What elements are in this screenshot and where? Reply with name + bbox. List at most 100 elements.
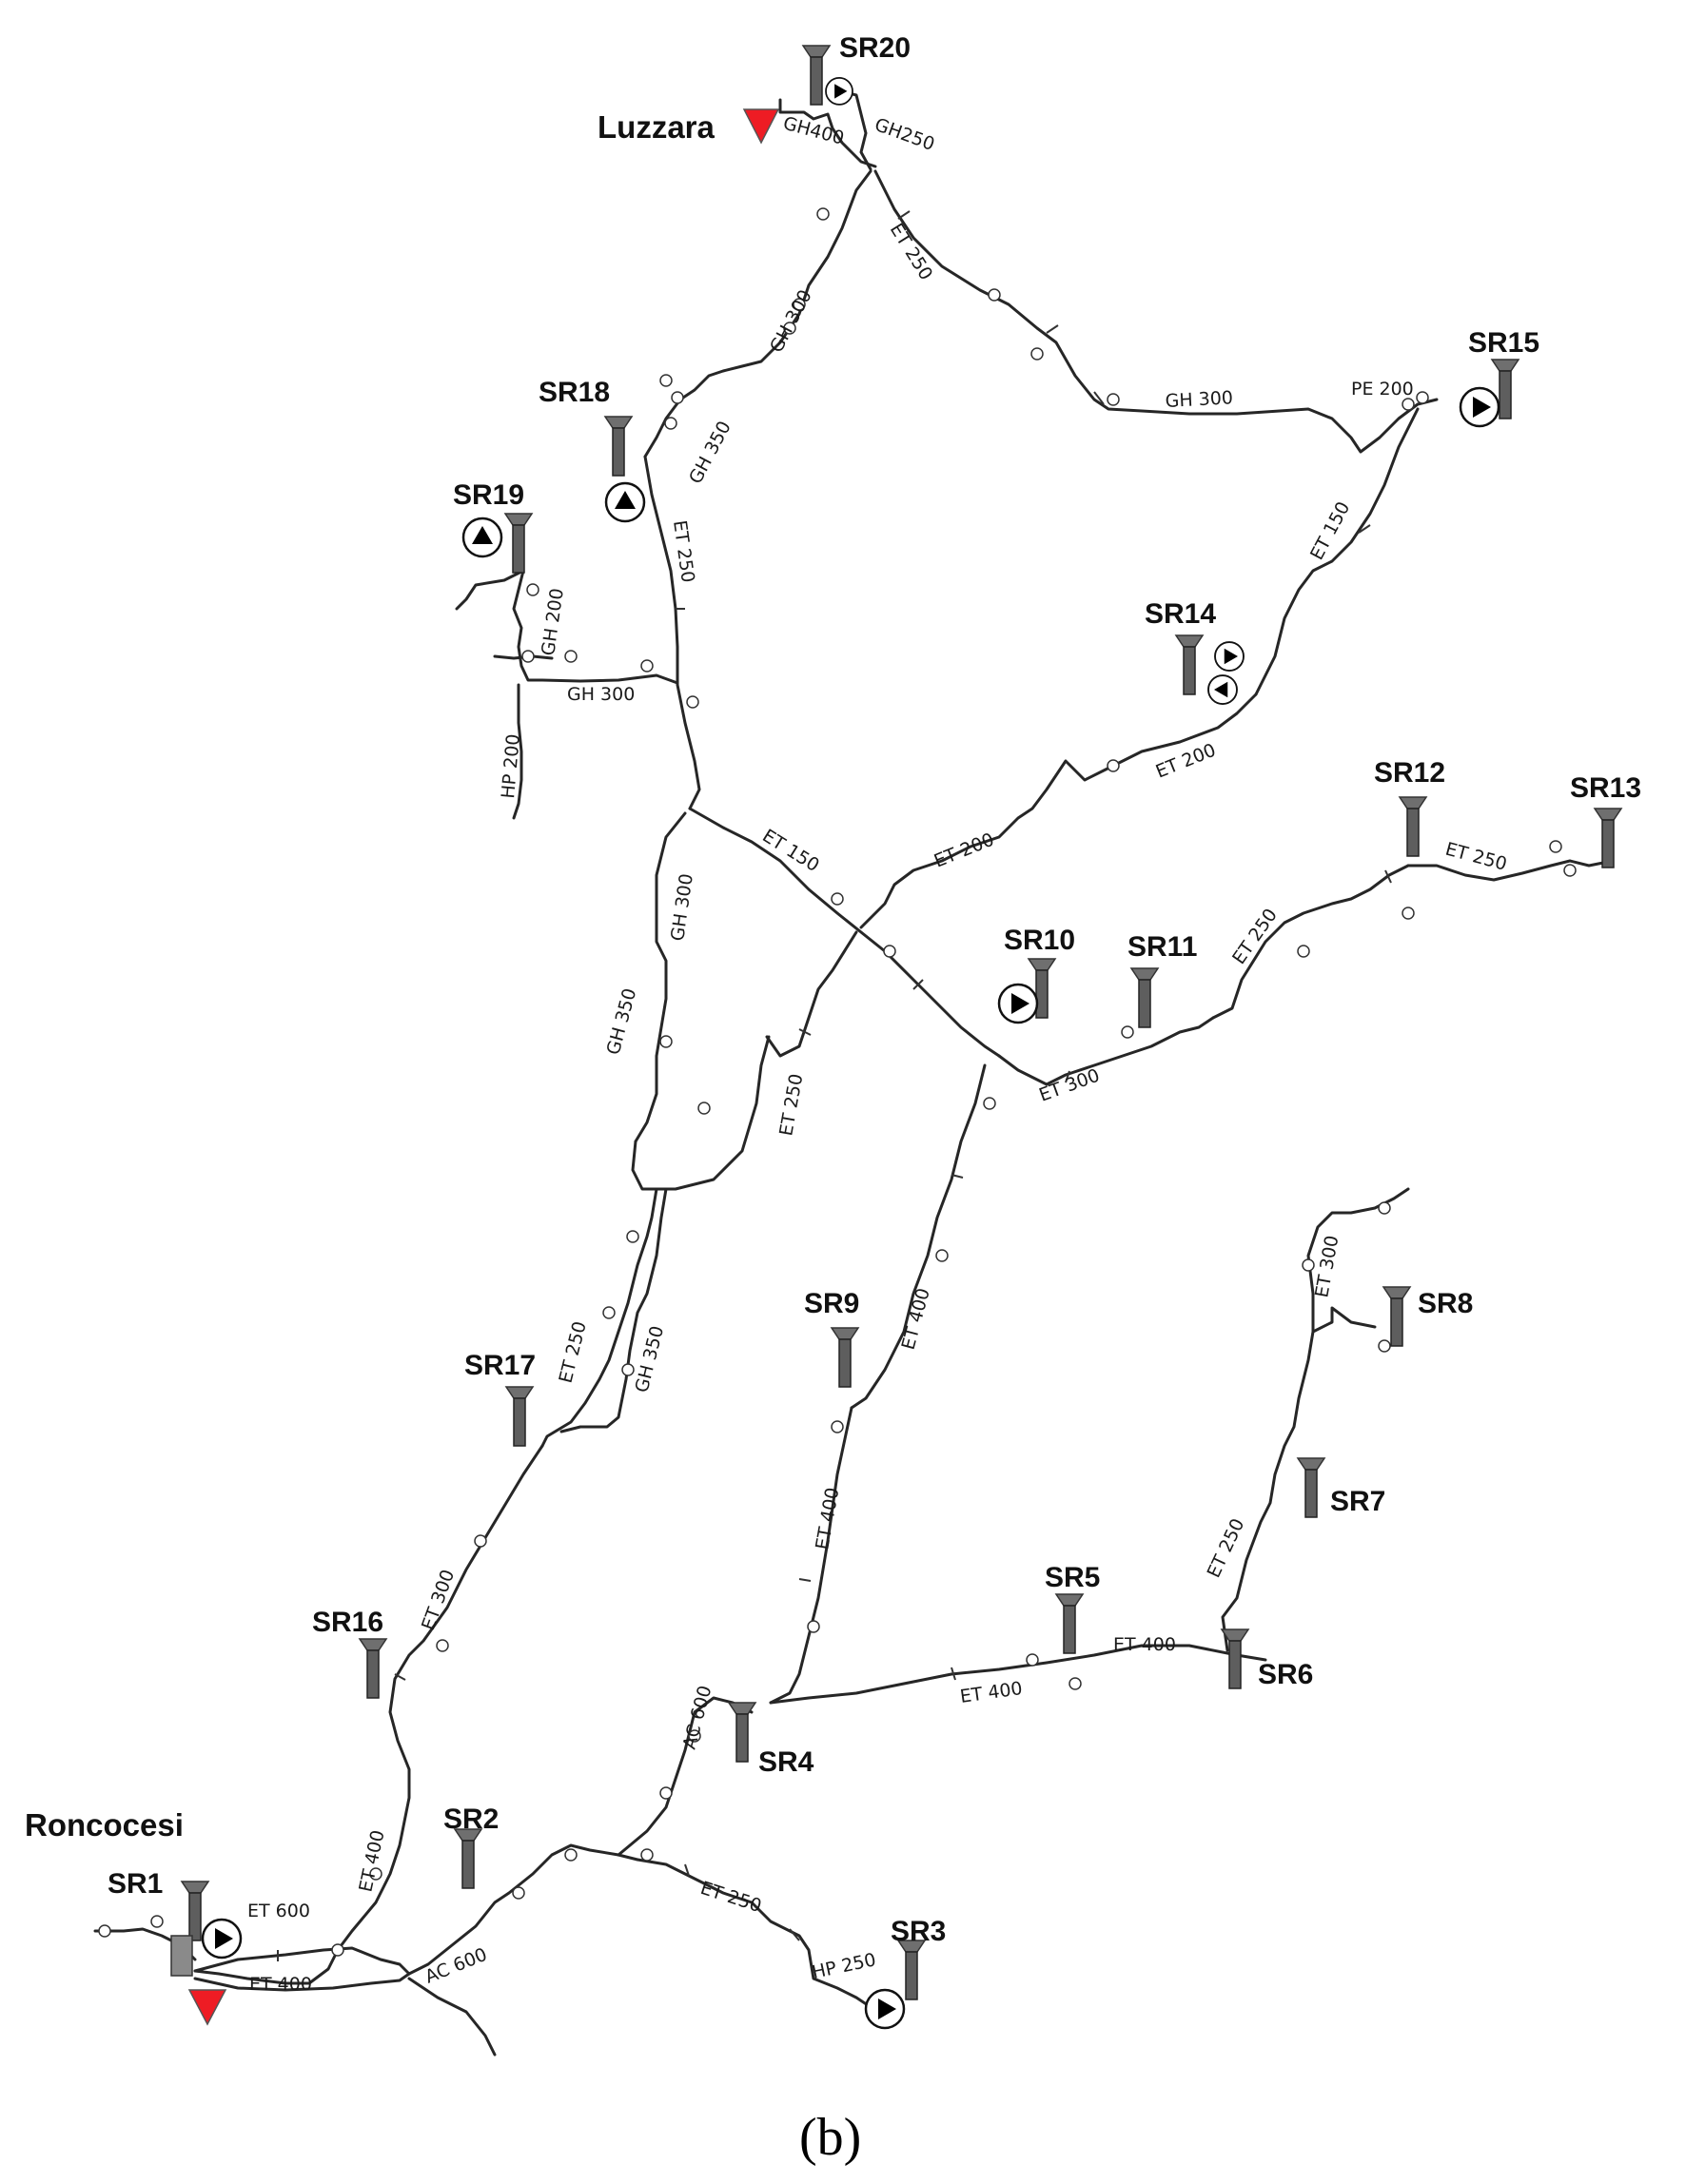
- valve-icon: [1402, 398, 1415, 411]
- pipe-et300-sr16: [193, 1444, 544, 1985]
- pipe-et250-sr3: [636, 1858, 872, 2009]
- pipe-label-et300-sr8: ET 300: [1311, 1234, 1343, 1299]
- valve-icon: [150, 1915, 164, 1928]
- place-label-roncocesi: Roncocesi: [25, 1807, 184, 1843]
- pipe-et400-sr9: [850, 1063, 987, 1410]
- pump-icon: [604, 481, 646, 523]
- pipe-label-et400-sr5: ET 400: [959, 1678, 1024, 1707]
- tank-sr20: [802, 45, 831, 106]
- pipe-label-gh300-sr19: GH 300: [567, 684, 635, 705]
- station-label-sr1: SR1: [108, 1868, 163, 1900]
- pump-sr20: [825, 77, 853, 106]
- station-label-sr18: SR18: [539, 377, 610, 408]
- pipe-label-et400-sr4: ET 400: [812, 1486, 843, 1551]
- pipe-tick: [798, 1028, 812, 1036]
- valve-icon: [564, 1848, 578, 1862]
- valve-icon: [1297, 945, 1310, 958]
- pipe-label-gh350-mid: GH 350: [603, 986, 641, 1058]
- valve-icon: [331, 1943, 344, 1957]
- pipe-tick: [684, 1863, 690, 1877]
- pump-icon: [825, 77, 853, 106]
- valve-icon: [883, 945, 896, 958]
- pump-icon: [997, 983, 1039, 1024]
- pipe-label-gh300-west: GH 300: [766, 286, 816, 356]
- valve-icon: [602, 1306, 616, 1319]
- pipe-sr17-feed-b: [559, 1187, 668, 1433]
- valve-icon: [1121, 1025, 1134, 1039]
- valve-icon: [1068, 1677, 1082, 1690]
- tank-icon: [1175, 634, 1204, 695]
- reservoir-icon: [187, 1989, 227, 2026]
- pipe-tick: [951, 1667, 956, 1681]
- pipe-label-et250-mid: ET 250: [775, 1072, 807, 1138]
- valve-icon: [697, 1102, 711, 1115]
- valve-icon: [1549, 840, 1562, 853]
- valve-icon: [816, 207, 830, 221]
- station-label-sr10: SR10: [1004, 925, 1075, 956]
- pipe-label-gh250-top: GH250: [872, 114, 937, 155]
- pipe-et300-sr10: [997, 1016, 1215, 1086]
- valve-icon: [1416, 391, 1429, 404]
- pipe-tick: [394, 1673, 406, 1681]
- pipe-tick: [1093, 391, 1105, 405]
- pipe-label-et400-sr6: ET 400: [1113, 1634, 1176, 1655]
- pipe-hp200: [512, 683, 523, 820]
- pipe-et200: [859, 692, 1258, 929]
- valve-icon: [98, 1924, 111, 1938]
- tank-icon: [1399, 796, 1427, 857]
- valve-icon: [831, 892, 844, 906]
- sr1-building: [170, 1935, 193, 1977]
- tank-icon: [897, 1940, 926, 2000]
- pipe-label-et250-sr18: ET 250: [669, 519, 698, 584]
- pipe-et150-east: [1254, 407, 1420, 696]
- pipe-et250-mid-loop: [631, 1035, 771, 1191]
- valve-icon: [640, 659, 654, 673]
- pump-icon: [1459, 386, 1500, 428]
- tank-icon: [831, 1327, 859, 1388]
- valve-icon: [1302, 1258, 1315, 1272]
- pipe-label-hp250: HP 250: [810, 1949, 877, 1983]
- valve-icon: [783, 322, 796, 335]
- tank-icon: [454, 1828, 482, 1889]
- valve-icon: [640, 1848, 654, 1862]
- valve-icon: [686, 695, 699, 709]
- pipe-tick: [912, 979, 924, 990]
- pipe-label-gh300-north: GH 300: [1165, 387, 1233, 412]
- tank-icon: [604, 416, 633, 477]
- valve-icon: [983, 1097, 996, 1110]
- valve-icon: [1378, 1201, 1391, 1215]
- pipe-label-et250-sr7: ET 250: [1204, 1515, 1249, 1581]
- pump-icon: [864, 1988, 906, 2030]
- station-label-sr11: SR11: [1127, 931, 1197, 963]
- valve-icon: [664, 417, 677, 430]
- valve-icon: [988, 288, 1001, 302]
- valve-icon: [935, 1249, 949, 1262]
- station-label-sr4: SR4: [758, 1746, 814, 1778]
- station-label-sr7: SR7: [1330, 1486, 1385, 1517]
- pipe-tick: [1065, 1070, 1070, 1083]
- pipe-tick: [1046, 324, 1059, 334]
- pipe-et250-north: [873, 169, 1439, 454]
- pipe-label-et150-east: ET 150: [1306, 498, 1354, 564]
- pipe-tick: [789, 1928, 800, 1941]
- station-label-sr3: SR3: [891, 1916, 946, 1947]
- valve-icon: [1563, 864, 1577, 877]
- pipe-label-et300-sr10: ET 300: [1036, 1064, 1102, 1105]
- pipe-label-et250-sr3: ET 250: [697, 1878, 763, 1917]
- station-label-sr5: SR5: [1045, 1562, 1100, 1593]
- station-label-sr17: SR17: [464, 1350, 536, 1381]
- place-label-luzzara: Luzzara: [598, 109, 716, 145]
- pipe-ac600-sr4: [617, 1696, 754, 1857]
- station-label-sr15: SR15: [1468, 327, 1539, 359]
- tank-icon: [359, 1638, 387, 1699]
- valve-icon: [831, 1420, 844, 1433]
- pump-icon: [1214, 641, 1245, 672]
- valve-icon: [688, 1729, 701, 1743]
- pipe-et250-sr11: [1211, 864, 1410, 1020]
- valve-icon: [526, 583, 539, 596]
- tank-icon: [1382, 1286, 1411, 1347]
- station-label-sr8: SR8: [1418, 1288, 1473, 1319]
- tank-icon: [504, 513, 533, 574]
- pipe-label-et250-sr17: ET 250: [556, 1319, 591, 1385]
- pump-icon: [201, 1918, 243, 1960]
